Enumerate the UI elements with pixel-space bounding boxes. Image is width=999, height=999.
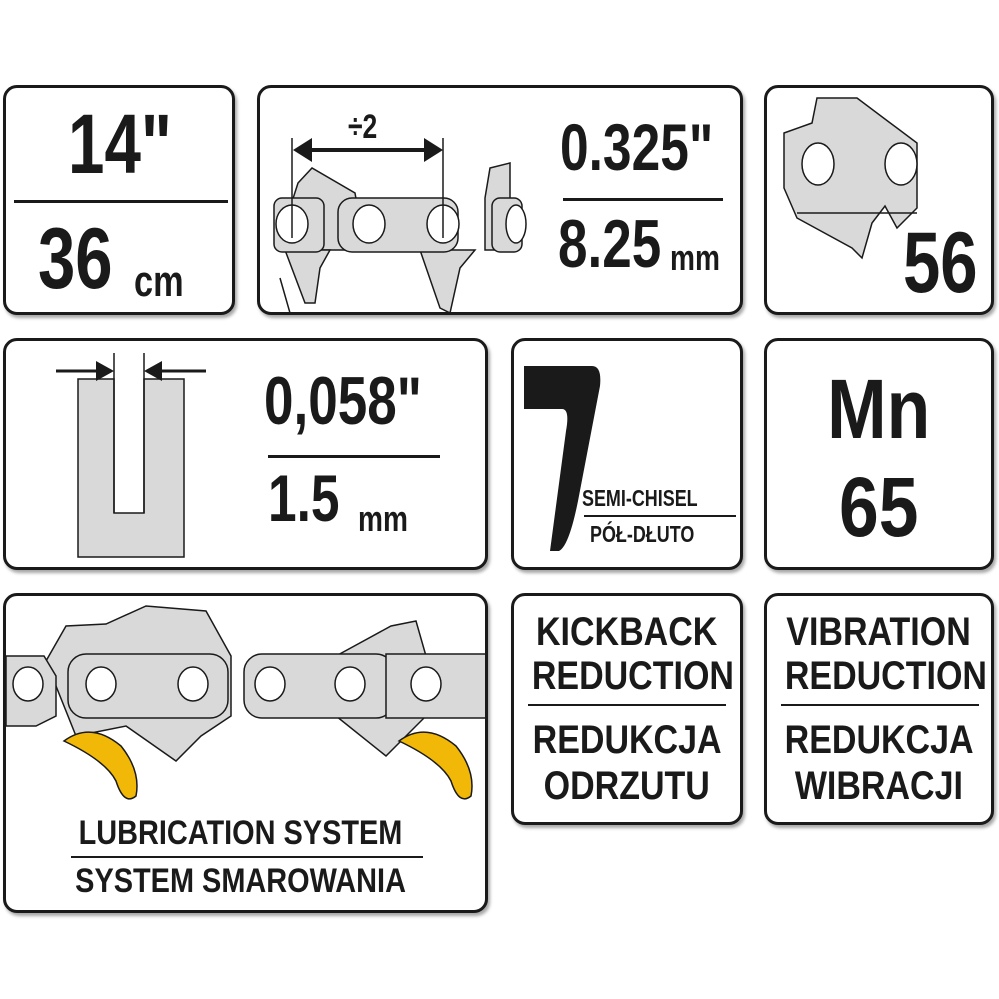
pitch-mm-unit: mm: [670, 237, 720, 278]
material-panel: Mn 65: [764, 338, 994, 570]
gauge-diagram: [56, 353, 206, 558]
lubrication-label-pl: SYSTEM SMAROWANIA: [75, 862, 406, 900]
kickback-line1-en: KICKBACK: [536, 610, 718, 654]
oil-drop-icon: [62, 731, 138, 800]
kickback-reduction-panel: KICKBACK REDUCTION REDUKCJA ODRZUTU: [511, 593, 743, 825]
vibration-line1-en: VIBRATION: [786, 610, 972, 654]
vibration-reduction-panel: VIBRATION REDUCTION REDUKCJA WIBRACJI: [764, 593, 994, 825]
divider: [528, 704, 726, 706]
oil-drop-icon: [397, 731, 473, 800]
kickback-line2-en: REDUCTION: [531, 654, 734, 698]
kickback-line1-pl: REDUKCJA: [532, 718, 722, 762]
gauge-inches: 0,058": [264, 363, 422, 439]
gauge-mm-unit: mm: [358, 498, 408, 539]
material-element: Mn: [827, 362, 931, 456]
chain-pitch-panel: ÷2 0.325" 8.25 mm: [257, 85, 743, 315]
divider: [71, 856, 423, 858]
cutter-type-panel: SEMI-CHISEL PÓŁ-DŁUTO: [511, 338, 743, 570]
drive-link-icon: [783, 97, 918, 260]
drive-link-count: 56: [903, 215, 978, 311]
bar-length-cm: 36: [38, 211, 113, 307]
divider: [584, 515, 736, 517]
cutter-label-en: SEMI-CHISEL: [582, 485, 698, 511]
drive-links-panel: 56: [764, 85, 994, 315]
lubrication-panel: LUBRICATION SYSTEM SYSTEM SMAROWANIA: [3, 593, 488, 913]
bar-length-cm-unit: cm: [134, 257, 184, 306]
semi-chisel-icon: [524, 366, 601, 551]
gauge-mm: 1.5: [268, 461, 340, 535]
kickback-line2-pl: ODRZUTU: [543, 764, 711, 808]
divider: [268, 455, 440, 458]
pitch-inches: 0.325": [560, 110, 714, 184]
lubrication-label-en: LUBRICATION SYSTEM: [78, 814, 403, 852]
gauge-panel: 0,058" 1.5 mm: [3, 338, 488, 570]
divider: [781, 704, 979, 706]
bar-length-inches: 14": [68, 97, 172, 191]
cutter-label-pl: PÓŁ-DŁUTO: [590, 521, 695, 547]
bar-length-panel: 14" 36 cm: [3, 85, 235, 315]
divider: [563, 198, 723, 201]
vibration-line2-en: REDUCTION: [784, 654, 987, 698]
divider: [14, 200, 228, 203]
lubricated-chain-diagram: [6, 605, 485, 800]
pitch-mm: 8.25: [558, 206, 662, 282]
vibration-line2-pl: WIBRACJI: [794, 764, 964, 808]
vibration-line1-pl: REDUKCJA: [784, 718, 974, 762]
material-grade: 65: [839, 460, 919, 554]
pitch-divider-label: ÷2: [348, 108, 378, 146]
chain-pitch-diagram: [273, 138, 527, 312]
